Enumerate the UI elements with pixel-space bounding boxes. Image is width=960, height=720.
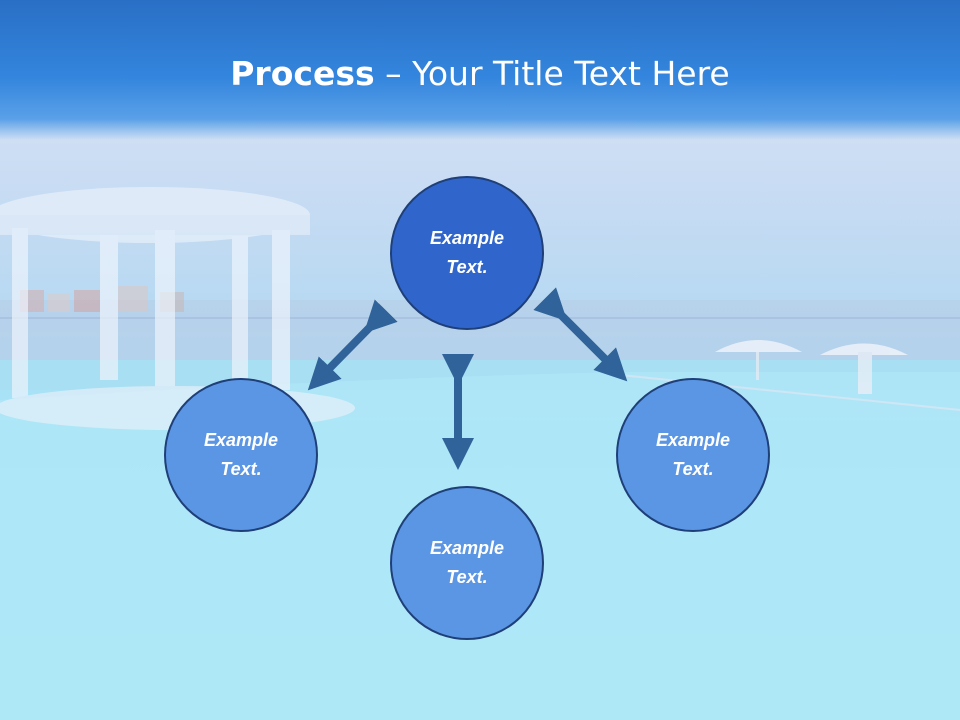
title-bold: Process — [230, 54, 375, 93]
title-rest: – Your Title Text Here — [374, 54, 730, 93]
node-left: Example Text. — [164, 378, 318, 532]
page-title: Process – Your Title Text Here — [0, 52, 960, 96]
node-top: Example Text. — [390, 176, 544, 330]
arrow-top-right — [533, 287, 628, 382]
node-right: Example Text. — [616, 378, 770, 532]
title-band — [0, 0, 960, 140]
arrow-top-left — [307, 299, 398, 391]
node-bottom: Example Text. — [390, 486, 544, 640]
